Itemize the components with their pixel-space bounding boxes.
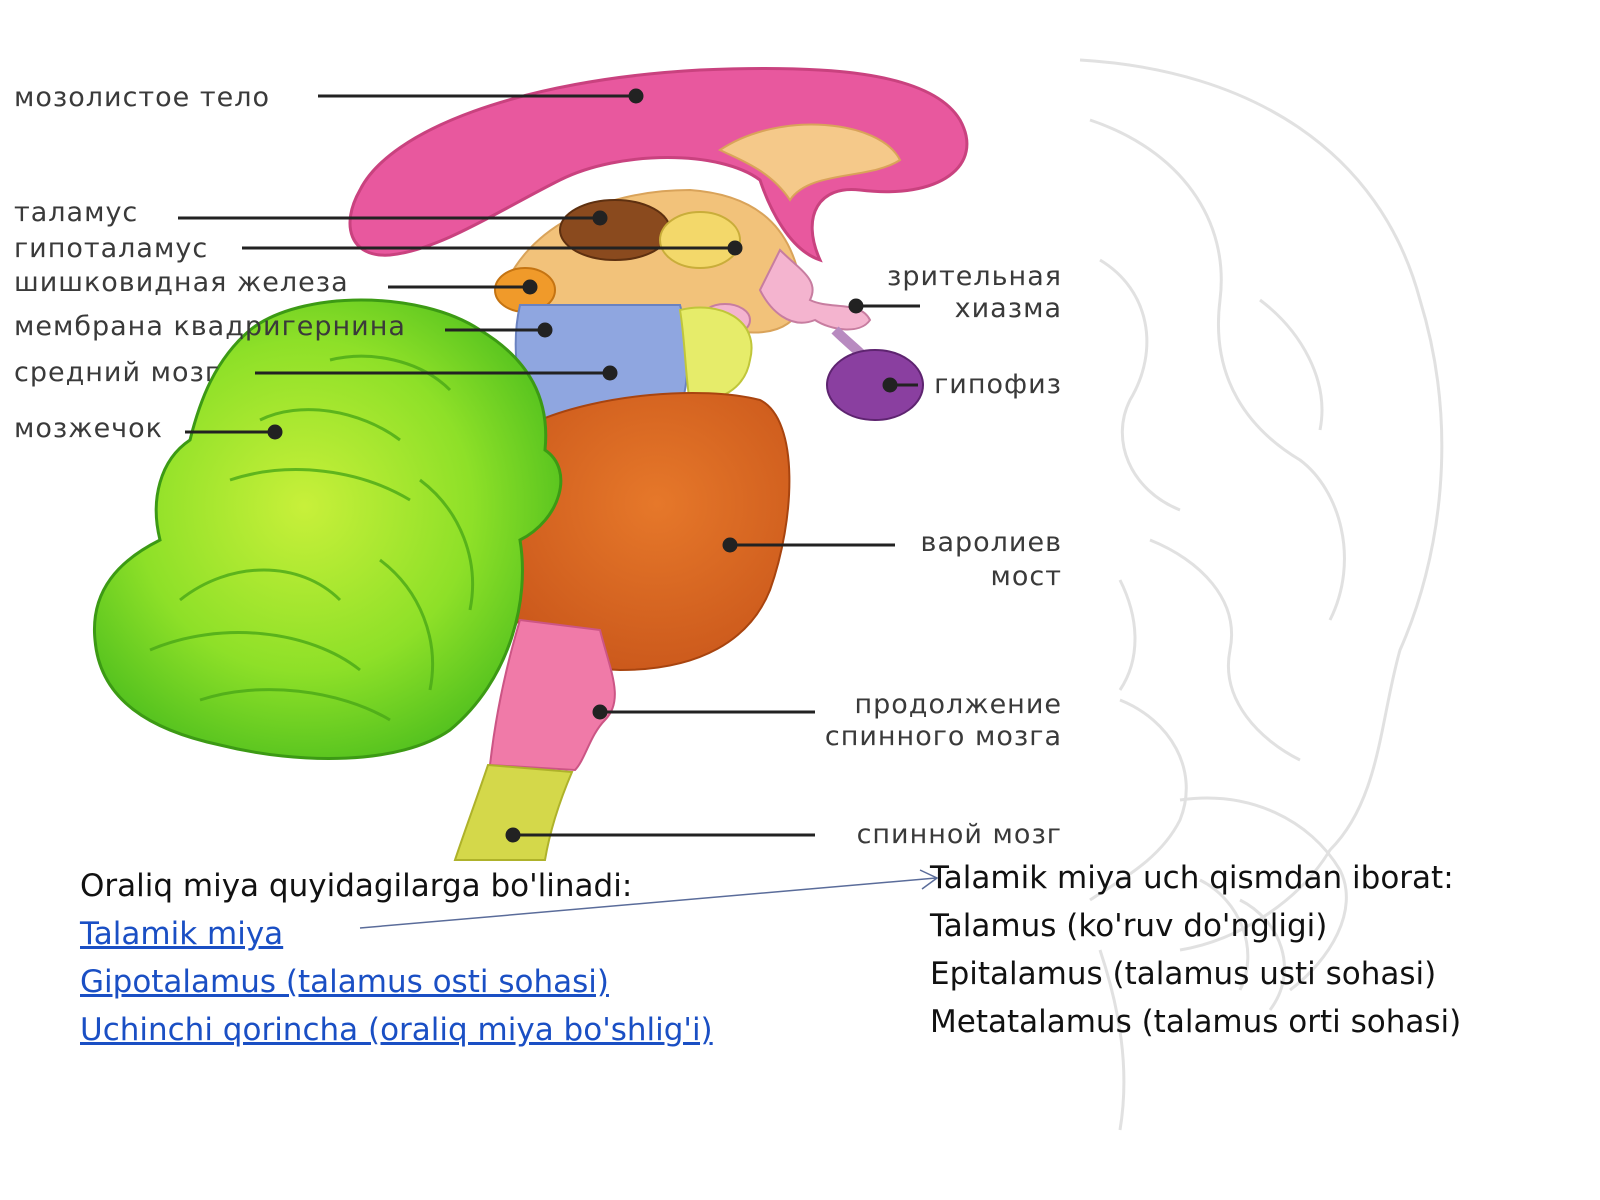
label-pons-1: варолиев <box>920 527 1062 558</box>
label-hypothalamus: гипоталамус <box>14 233 209 264</box>
link-uchinchi-qorincha[interactable]: Uchinchi qorincha (oraliq miya bo'shlig'… <box>80 1012 713 1048</box>
spinal-cord-shape <box>453 763 574 861</box>
medulla-shape <box>488 618 616 772</box>
corpus-callosum-shape <box>348 66 969 263</box>
background-brain-outline <box>1079 58 1444 1131</box>
connector-arrow <box>359 869 939 929</box>
left-heading: Oraliq miya quyidagilarga bo'linadi: <box>80 868 633 904</box>
right-item-talamus: Talamus (ko'ruv do'ngligi) <box>930 908 1328 944</box>
hypothalamus-shape <box>659 211 741 269</box>
label-medulla-2: спинного мозга <box>824 721 1062 752</box>
label-pituitary: гипофиз <box>934 369 1062 400</box>
pointer-lines <box>178 88 920 843</box>
left-text-block: Oraliq miya quyidagilarga bo'linadi: Tal… <box>80 862 713 1054</box>
pituitary-shape <box>826 349 924 421</box>
optic-chiasm-shape <box>758 248 872 331</box>
thalamus-shape <box>559 199 671 261</box>
label-pons-2: мост <box>990 561 1062 592</box>
label-medulla-1: продолжение <box>854 689 1062 720</box>
right-heading: Talamik miya uch qismdan iborat: <box>930 860 1454 896</box>
label-spinal-cord: спинной мозг <box>856 819 1062 850</box>
label-thalamus: таламус <box>14 197 139 228</box>
link-talamik-miya[interactable]: Talamik miya <box>80 916 284 952</box>
label-optic-chiasm-2: хиазма <box>954 293 1062 324</box>
label-quadrigeminal-membrane: мембрана квадригернина <box>14 311 406 342</box>
cerebellum-shape <box>92 298 563 761</box>
label-corpus-callosum: мозолистое тело <box>14 82 270 113</box>
right-item-epitalamus: Epitalamus (talamus usti sohasi) <box>930 956 1437 992</box>
label-pineal-gland: шишковидная железа <box>14 267 349 298</box>
cerebellum-folia <box>149 354 475 722</box>
label-optic-chiasm-1: зрительная <box>887 261 1062 292</box>
fornix-arch <box>718 123 902 202</box>
link-gipotalamus[interactable]: Gipotalamus (talamus osti sohasi) <box>80 964 609 1000</box>
right-text-block: Talamik miya uch qismdan iborat: Talamus… <box>930 854 1461 1046</box>
label-midbrain: средний мозг <box>14 357 221 388</box>
right-item-metatalamus: Metatalamus (talamus orti sohasi) <box>930 1004 1462 1040</box>
tegmentum-shape <box>678 306 753 407</box>
label-cerebellum: мозжечок <box>14 413 163 444</box>
